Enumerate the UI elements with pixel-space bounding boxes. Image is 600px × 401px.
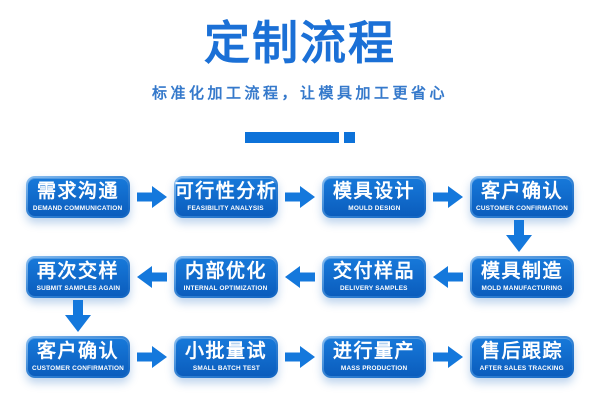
step-mass-production: 进行量产 MASS PRODUCTION	[322, 336, 426, 378]
connector-gap	[130, 345, 174, 368]
arrow-right-icon	[285, 345, 315, 368]
arrow-right-icon	[433, 185, 463, 208]
arrow-left-icon	[137, 265, 167, 288]
step-label-en: CUSTOMER CONFIRMATION	[476, 204, 568, 212]
divider-bar	[245, 131, 339, 143]
step-label-en: SUBMIT SAMPLES AGAIN	[36, 284, 120, 292]
connector-gap	[426, 185, 470, 208]
step-mold-manufacturing: 模具制造 MOLD MANUFACTURING	[470, 256, 574, 298]
flow-row-2: 再次交样 SUBMIT SAMPLES AGAIN 内部优化 INTERNAL …	[0, 256, 600, 298]
step-feasibility-analysis: 可行性分析 FEASIBILITY ANALYSIS	[174, 176, 278, 218]
step-label-zh: 模具制造	[480, 260, 563, 282]
step-label-en: DEMAND COMMUNICATION	[33, 204, 123, 212]
step-submit-samples-again: 再次交样 SUBMIT SAMPLES AGAIN	[26, 256, 130, 298]
step-label-zh: 内部优化	[184, 260, 267, 282]
step-label-zh: 小批量试	[184, 340, 267, 362]
connector-gap	[426, 345, 470, 368]
flow-row-1: 需求沟通 DEMAND COMMUNICATION 可行性分析 FEASIBIL…	[0, 176, 600, 218]
arrow-right-icon	[137, 345, 167, 368]
page-title: 定制流程	[204, 17, 396, 69]
step-label-zh: 模具设计	[332, 180, 415, 202]
row-connector-1	[0, 218, 600, 256]
step-label-zh: 售后跟踪	[480, 340, 563, 362]
divider-square	[344, 131, 355, 143]
step-mould-design: 模具设计 MOULD DESIGN	[322, 176, 426, 218]
arrow-down-icon	[65, 299, 91, 332]
flow-row-3: 客户确认 CUSTOMER CONFIRMATION 小批量试 SMALL BA…	[0, 336, 600, 378]
step-label-en: SMALL BATCH TEST	[192, 364, 260, 372]
step-label-en: CUSTOMER CONFIRMATION	[32, 364, 124, 372]
step-customer-confirmation-1: 客户确认 CUSTOMER CONFIRMATION	[470, 176, 574, 218]
arrow-down-icon	[506, 219, 532, 252]
step-label-zh: 进行量产	[332, 340, 415, 362]
step-delivery-samples: 交付样品 DELIVERY SAMPLES	[322, 256, 426, 298]
connector-gap	[278, 345, 322, 368]
step-label-en: MASS PRODUCTION	[340, 364, 408, 372]
step-label-zh: 可行性分析	[174, 180, 278, 202]
subtitle: 标准化加工流程，让模具加工更省心	[151, 84, 448, 102]
arrow-left-icon	[285, 265, 315, 288]
arrow-right-icon	[285, 185, 315, 208]
arrow-left-icon	[433, 265, 463, 288]
step-customer-confirmation-2: 客户确认 CUSTOMER CONFIRMATION	[26, 336, 130, 378]
step-label-zh: 客户确认	[480, 180, 563, 202]
step-label-zh: 需求沟通	[36, 180, 119, 202]
step-label-en: MOLD MANUFACTURING	[481, 284, 563, 292]
step-label-en: AFTER SALES TRACKING	[479, 364, 565, 372]
step-label-en: MOULD DESIGN	[347, 204, 401, 212]
header: 定制流程 标准化加工流程，让模具加工更省心	[0, 0, 600, 143]
step-label-en: DELIVERY SAMPLES	[340, 284, 408, 292]
step-internal-optimization: 内部优化 INTERNAL OPTIMIZATION	[174, 256, 278, 298]
title-divider	[0, 131, 600, 143]
row-connector-2	[0, 298, 600, 336]
step-demand-communication: 需求沟通 DEMAND COMMUNICATION	[26, 176, 130, 218]
connector-gap	[278, 185, 322, 208]
step-label-zh: 再次交样	[36, 260, 119, 282]
arrow-right-icon	[433, 345, 463, 368]
arrow-right-icon	[137, 185, 167, 208]
connector-gap	[426, 265, 470, 288]
step-label-zh: 客户确认	[36, 340, 119, 362]
step-label-en: FEASIBILITY ANALYSIS	[187, 204, 265, 212]
connector-gap	[130, 265, 174, 288]
step-after-sales-tracking: 售后跟踪 AFTER SALES TRACKING	[470, 336, 574, 378]
flowchart: 需求沟通 DEMAND COMMUNICATION 可行性分析 FEASIBIL…	[0, 176, 600, 378]
connector-gap	[278, 265, 322, 288]
step-label-en: INTERNAL OPTIMIZATION	[184, 284, 268, 292]
step-label-zh: 交付样品	[332, 260, 415, 282]
step-small-batch-test: 小批量试 SMALL BATCH TEST	[174, 336, 278, 378]
connector-gap	[130, 185, 174, 208]
